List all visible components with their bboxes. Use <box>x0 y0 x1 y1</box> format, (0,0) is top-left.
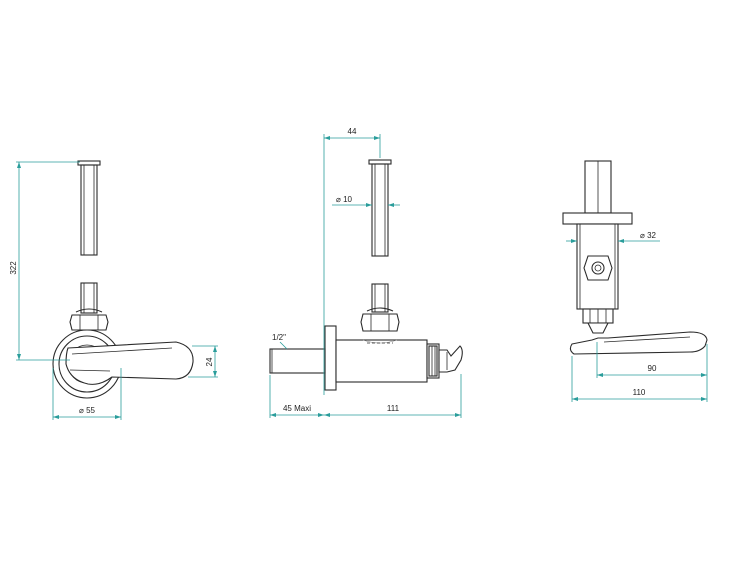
end-flange <box>562 212 633 225</box>
dim-label-322: 322 <box>9 261 18 275</box>
end-lever <box>569 331 708 355</box>
front-compression-section <box>69 282 109 331</box>
side-supply-pipe <box>368 159 392 257</box>
dim-spigot-and-body: 45 Maxi 111 <box>269 374 462 418</box>
side-spigot <box>269 348 326 374</box>
dim-label-44: 44 <box>348 127 357 136</box>
end-view: ⌀ 32 90 110 <box>562 160 708 402</box>
front-supply-pipe <box>77 160 101 256</box>
dim-label-24: 24 <box>205 357 214 366</box>
dim-rosette-55: ⌀ 55 <box>52 368 122 420</box>
dim-handle-24: 24 <box>188 345 218 378</box>
side-view: 44 ⌀ 10 1/2" 45 Maxi 111 <box>269 127 463 418</box>
dim-label-55: ⌀ 55 <box>79 406 95 415</box>
dim-offset-44: 44 <box>323 127 381 395</box>
end-valve-body <box>576 223 619 310</box>
dim-label-45-maxi: 45 Maxi <box>283 404 311 413</box>
dim-label-10: ⌀ 10 <box>336 195 352 204</box>
dim-label-110: 110 <box>633 388 646 397</box>
dim-label-90: 90 <box>648 364 657 373</box>
dim-label-111: 111 <box>387 404 400 413</box>
side-valve-body <box>335 339 440 383</box>
side-lever-end <box>438 345 463 373</box>
front-lever-handle <box>65 341 194 385</box>
dim-pipe-10: ⌀ 10 <box>332 195 400 207</box>
dim-label-thread: 1/2" <box>272 333 286 342</box>
dim-label-32: ⌀ 32 <box>640 231 656 240</box>
dim-lever-90: 90 <box>596 342 708 402</box>
dim-nut-32: ⌀ 32 <box>566 231 660 243</box>
end-nut <box>582 308 614 334</box>
side-wall-flange <box>324 325 337 391</box>
dim-lever-110: 110 <box>571 356 707 402</box>
side-compression-section <box>360 283 400 332</box>
dim-height-322: 322 <box>9 161 80 361</box>
front-view: 322 24 ⌀ 55 <box>9 160 218 420</box>
dim-thread-half-inch: 1/2" <box>272 333 288 350</box>
